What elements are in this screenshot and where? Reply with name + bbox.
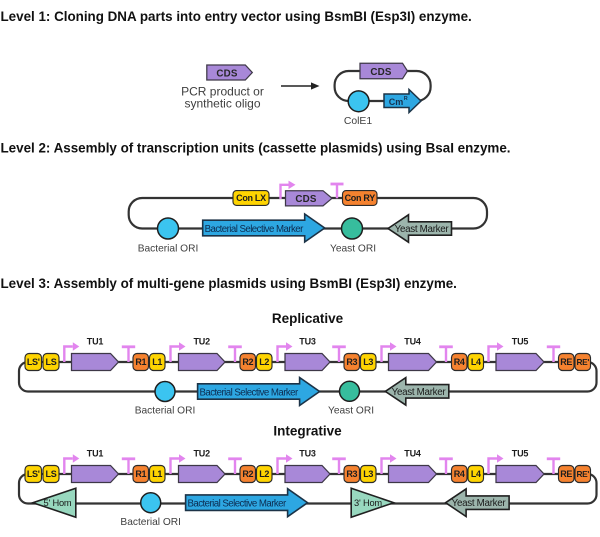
- svg-text:Bacterial Selective Marker: Bacterial Selective Marker: [187, 499, 287, 510]
- svg-text:Bacterial Selective Marker: Bacterial Selective Marker: [205, 224, 305, 235]
- svg-text:CDS: CDS: [295, 194, 317, 205]
- svg-text:LS: LS: [46, 469, 57, 479]
- svg-text:TU2: TU2: [193, 449, 210, 459]
- svg-text:PCR product or: PCR product or: [181, 85, 264, 99]
- svg-text:R1: R1: [135, 357, 146, 367]
- svg-text:Level 2: Assembly of transcrip: Level 2: Assembly of transcription units…: [1, 141, 511, 156]
- svg-text:RE': RE': [576, 469, 589, 479]
- svg-text:TU3: TU3: [299, 337, 316, 347]
- svg-text:L1: L1: [152, 469, 162, 479]
- svg-text:Integrative: Integrative: [273, 424, 342, 439]
- svg-text:TU4: TU4: [404, 337, 421, 347]
- svg-text:Cm: Cm: [389, 97, 404, 107]
- svg-text:R2: R2: [242, 469, 253, 479]
- svg-text:RE': RE': [576, 357, 589, 367]
- svg-text:TU2: TU2: [193, 337, 210, 347]
- svg-text:TU5: TU5: [512, 337, 529, 347]
- svg-text:Bacterial ORI: Bacterial ORI: [135, 406, 196, 417]
- svg-text:Bacterial Selective Marker: Bacterial Selective Marker: [199, 387, 299, 398]
- svg-text:Yeast Marker: Yeast Marker: [452, 498, 507, 509]
- svg-text:CDS: CDS: [216, 68, 238, 79]
- svg-text:ColE1: ColE1: [344, 116, 373, 127]
- svg-text:3' Hom: 3' Hom: [354, 498, 382, 508]
- svg-text:L4: L4: [471, 469, 481, 479]
- svg-text:TU1: TU1: [87, 449, 104, 459]
- svg-text:L3: L3: [363, 357, 373, 367]
- svg-text:synthetic oligo: synthetic oligo: [184, 97, 260, 111]
- svg-text:TU3: TU3: [299, 449, 316, 459]
- svg-text:Yeast ORI: Yeast ORI: [330, 244, 376, 255]
- svg-text:R: R: [404, 96, 408, 102]
- svg-text:L1: L1: [152, 357, 162, 367]
- svg-text:TU4: TU4: [404, 449, 421, 459]
- svg-text:LS': LS': [27, 469, 40, 479]
- svg-text:Replicative: Replicative: [272, 311, 344, 326]
- svg-text:Bacterial ORI: Bacterial ORI: [138, 244, 199, 255]
- svg-text:LS: LS: [46, 357, 57, 367]
- svg-text:LS': LS': [27, 357, 40, 367]
- svg-text:Level 1: Cloning DNA parts int: Level 1: Cloning DNA parts into entry ve…: [1, 9, 472, 24]
- svg-text:TU5: TU5: [512, 449, 529, 459]
- svg-text:R4: R4: [454, 357, 465, 367]
- svg-text:CDS: CDS: [370, 67, 392, 78]
- svg-text:TU1: TU1: [87, 337, 104, 347]
- svg-text:Bacterial ORI: Bacterial ORI: [120, 517, 181, 528]
- svg-text:L2: L2: [259, 357, 269, 367]
- svg-text:Con RY: Con RY: [345, 193, 376, 203]
- svg-text:L4: L4: [471, 357, 481, 367]
- svg-text:R1: R1: [135, 469, 146, 479]
- svg-text:L2: L2: [259, 469, 269, 479]
- svg-text:RE: RE: [560, 469, 572, 479]
- svg-text:5' Hom: 5' Hom: [44, 498, 72, 508]
- svg-text:Yeast Marker: Yeast Marker: [395, 224, 450, 235]
- svg-text:R3: R3: [346, 469, 357, 479]
- svg-text:Yeast ORI: Yeast ORI: [328, 406, 374, 417]
- svg-text:Yeast Marker: Yeast Marker: [392, 387, 447, 398]
- svg-text:L3: L3: [363, 469, 373, 479]
- svg-text:Level 3: Assembly of multi-gen: Level 3: Assembly of multi-gene plasmids…: [1, 276, 457, 291]
- svg-text:RE: RE: [560, 357, 572, 367]
- svg-text:R4: R4: [454, 469, 465, 479]
- svg-text:Con LX: Con LX: [236, 193, 266, 203]
- svg-text:R2: R2: [242, 357, 253, 367]
- svg-text:R3: R3: [346, 357, 357, 367]
